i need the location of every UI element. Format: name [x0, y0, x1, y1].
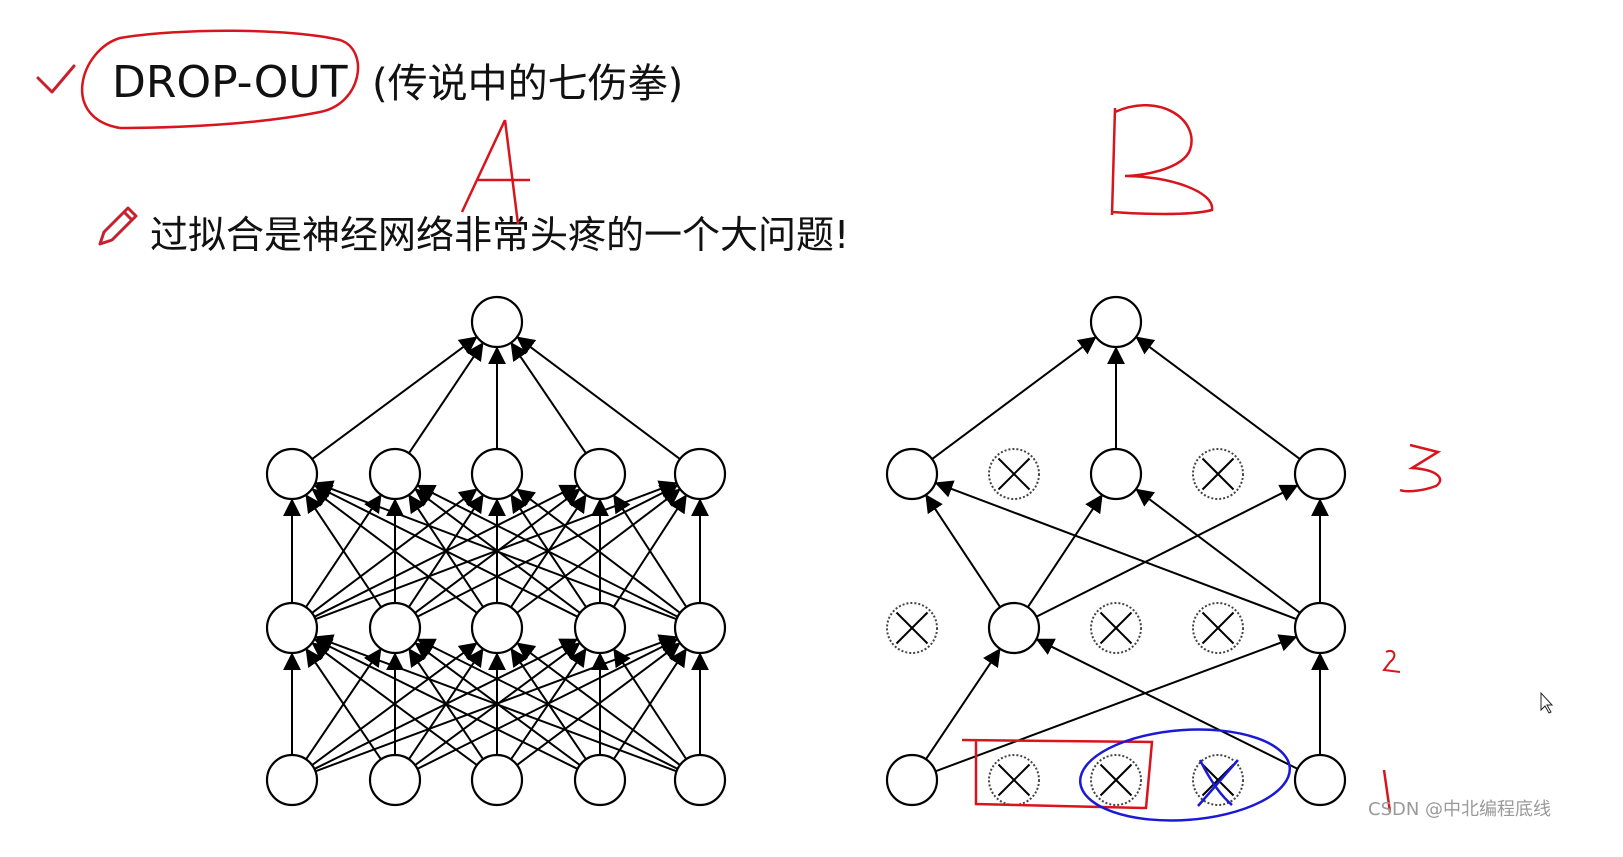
- page-title: DROP-OUT: [112, 57, 348, 108]
- full-network-nodes: [265, 295, 727, 807]
- full-network-edge: [314, 480, 677, 621]
- dropout-network-edge: [931, 336, 1097, 460]
- full-network-edge: [613, 494, 688, 608]
- subtitle-text: 过拟合是神经网络非常头疼的一个大问题!: [150, 213, 849, 257]
- full-network-edge: [416, 484, 679, 618]
- full-network-neuron: [673, 447, 727, 501]
- dropout-network-neuron: [988, 754, 1040, 806]
- full-network-neuron: [265, 447, 319, 501]
- dropout-network-nodes: [885, 295, 1347, 807]
- dropout-network-neuron: [1192, 602, 1244, 654]
- full-network-edge: [313, 638, 579, 770]
- full-network-neuron: [470, 753, 524, 807]
- full-network-edge: [311, 488, 478, 614]
- full-network-edge: [313, 484, 579, 618]
- dropout-network-neuron: [987, 601, 1041, 655]
- dropout-network-neuron: [1192, 448, 1244, 500]
- dropout-network-edge: [1035, 484, 1299, 618]
- full-network-neuron: [573, 447, 627, 501]
- dropout-network-neuron: [1089, 295, 1143, 349]
- full-network-neuron: [368, 447, 422, 501]
- dropout-network-edge: [1026, 494, 1103, 608]
- handwritten-label-b: B: [1110, 104, 1214, 216]
- full-network-neuron: [265, 753, 319, 807]
- full-network-edge: [408, 342, 484, 454]
- handwritten-label-a: A: [460, 119, 530, 225]
- dropout-network-neuron: [885, 447, 939, 501]
- checkmark-icon: [36, 64, 76, 94]
- watermark: CSDN @中北编程底线: [1368, 799, 1551, 820]
- full-network-edge: [311, 642, 478, 766]
- full-network-edges: [283, 336, 709, 773]
- full-network-neuron: [573, 753, 627, 807]
- full-network-neuron: [368, 601, 422, 655]
- dropout-network-neuron: [988, 448, 1040, 500]
- dropout-network-neuron: [885, 753, 939, 807]
- dropout-network-neuron: [1089, 447, 1143, 501]
- dropout-network-neuron: [1293, 447, 1347, 501]
- handwritten-layer-2: 2: [1382, 650, 1401, 673]
- pencil-icon: [98, 206, 138, 246]
- dropout-network-edge: [1135, 488, 1301, 614]
- dropout-network-neuron: [1293, 601, 1347, 655]
- dropout-network-edge: [1135, 336, 1301, 460]
- dropout-network-edge: [1035, 638, 1299, 770]
- dropout-network-neuron: [886, 602, 938, 654]
- blue-highlight-ellipse: [1078, 728, 1292, 822]
- full-network-neuron: [673, 753, 727, 807]
- dropout-network-edge: [934, 480, 1297, 621]
- full-network-edge: [516, 488, 681, 614]
- full-network-edge: [516, 642, 681, 766]
- full-network-edge: [613, 648, 688, 760]
- full-network-edge: [305, 494, 382, 608]
- full-network-neuron: [368, 753, 422, 807]
- dropout-network-edge: [925, 494, 1002, 608]
- full-network-edge: [305, 648, 382, 760]
- full-network-neuron: [573, 601, 627, 655]
- full-network-edge: [510, 342, 587, 454]
- dropout-network-neuron: [1090, 602, 1142, 654]
- full-network-neuron: [470, 447, 524, 501]
- mouse-cursor-icon: [1540, 691, 1554, 714]
- full-network-neuron: [673, 601, 727, 655]
- dropout-network-edge: [935, 634, 1298, 773]
- page-title-note: (传说中的七伤拳): [372, 61, 683, 107]
- dropout-network-edges: [925, 336, 1329, 773]
- dropout-network-neuron: [1293, 753, 1347, 807]
- blue-x-mark: [1197, 759, 1239, 807]
- full-network-edge: [314, 634, 677, 773]
- full-network-neuron: [470, 295, 524, 349]
- full-network-edge: [311, 336, 478, 460]
- full-network-neuron: [265, 601, 319, 655]
- full-network-edge: [516, 336, 681, 460]
- dropout-network-neuron: [1090, 754, 1142, 806]
- title-highlight-loop: [80, 29, 360, 130]
- dropped-inputs-highlight-box: [961, 738, 1154, 810]
- handwritten-layer-1: 1: [1382, 769, 1392, 813]
- full-network-edge: [416, 638, 679, 770]
- dropout-network-edge: [925, 648, 1001, 760]
- handwritten-layer-3: 3: [1399, 443, 1442, 493]
- full-network-neuron: [470, 601, 524, 655]
